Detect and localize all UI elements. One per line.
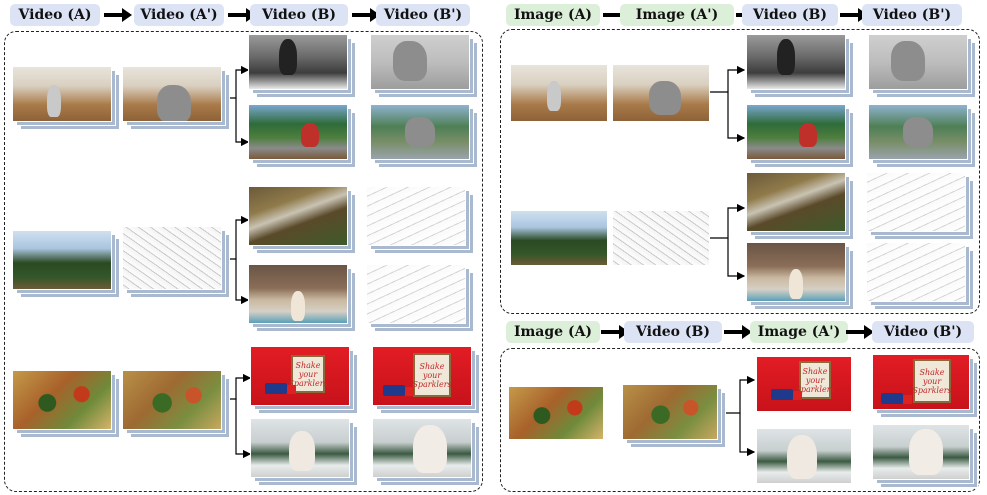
label-video-b-prime: Video (B') (376, 4, 470, 26)
image-a-food (508, 386, 604, 440)
image-a-prime-red-sign: Shake your Sparklers (756, 356, 852, 412)
sparklers-sign: Shake your Sparklers (795, 361, 835, 399)
toy-truck-icon (881, 393, 912, 404)
arrow-icon (846, 321, 874, 343)
video-a-prime-food-frame (122, 370, 230, 438)
label-video-b: Video (B) (250, 4, 348, 26)
label-video-a-prime: Video (A') (134, 4, 224, 26)
video-b-river-frame (248, 186, 356, 254)
video-b-prime-river-sketch-frame (866, 172, 974, 240)
video-b-indoor-frame (248, 264, 356, 332)
right-top-panel (500, 29, 980, 314)
arrow-icon (104, 4, 132, 26)
label-image-a: Image (A) (506, 4, 600, 26)
label-video-b: Video (B) (624, 321, 722, 343)
label-image-a-prime: Image (A') (620, 4, 734, 26)
video-b-prime-sofa-masked-frame (370, 34, 478, 98)
video-b-sofa-frame (248, 34, 356, 98)
video-b-prime-forest-masked-frame (370, 104, 478, 168)
label-video-b-prime: Video (B') (872, 321, 974, 343)
sparklers-sign: Shake your Sparklers (412, 353, 452, 397)
toy-truck-icon (265, 383, 296, 394)
video-b-indoor-frame (746, 242, 854, 310)
sparklers-sign: Shake your Sparklers (288, 355, 328, 393)
arrow-icon (724, 321, 752, 343)
video-b-prime-snow-frame (372, 418, 480, 486)
arrow-icon (352, 4, 380, 26)
toy-truck-icon (771, 389, 802, 400)
label-image-a: Image (A) (506, 321, 600, 343)
video-b-food-frame (622, 384, 726, 448)
right-bottom-panel (500, 348, 980, 492)
label-video-b: Video (B) (742, 4, 838, 26)
sparklers-sign: Shake your Sparklers (912, 359, 952, 403)
image-a-prime-valley-sketch (612, 210, 710, 266)
video-b-snow-frame (250, 418, 358, 486)
image-a-room (510, 64, 608, 122)
image-a-valley (510, 210, 608, 266)
video-b-prime-red-sign-frame: Shake your Sparklers (872, 354, 978, 418)
video-b-prime-snow-frame (872, 424, 978, 488)
video-a-valley-frame (12, 230, 120, 298)
video-b-forest-frame (746, 104, 854, 168)
image-a-prime-snow (756, 428, 852, 484)
video-b-red-sign-frame: Shake your Sparklers (250, 346, 358, 414)
video-b-prime-red-sign-frame: Shake your Sparklers (372, 346, 480, 414)
toy-truck-icon (383, 385, 414, 396)
label-image-a-prime: Image (A') (750, 321, 848, 343)
video-b-sofa-frame (746, 34, 854, 98)
video-a-prime-valley-sketch-frame (122, 226, 230, 298)
video-b-prime-indoor-sketch-frame (366, 264, 474, 332)
label-video-a: Video (A) (10, 4, 100, 26)
video-a-room-frame (12, 66, 120, 130)
video-b-prime-sofa-masked-frame (868, 34, 976, 98)
image-a-prime-room-masked (612, 64, 710, 122)
video-b-river-frame (746, 172, 854, 240)
video-b-prime-forest-masked-frame (868, 104, 976, 168)
label-video-b-prime: Video (B') (862, 4, 962, 26)
video-b-forest-frame (248, 104, 356, 168)
left-panel (4, 31, 483, 492)
video-b-prime-river-sketch-frame (366, 186, 474, 254)
video-b-prime-indoor-sketch-frame (866, 242, 974, 310)
video-a-food-frame (12, 370, 120, 438)
video-a-prime-room-masked-frame (122, 66, 230, 130)
